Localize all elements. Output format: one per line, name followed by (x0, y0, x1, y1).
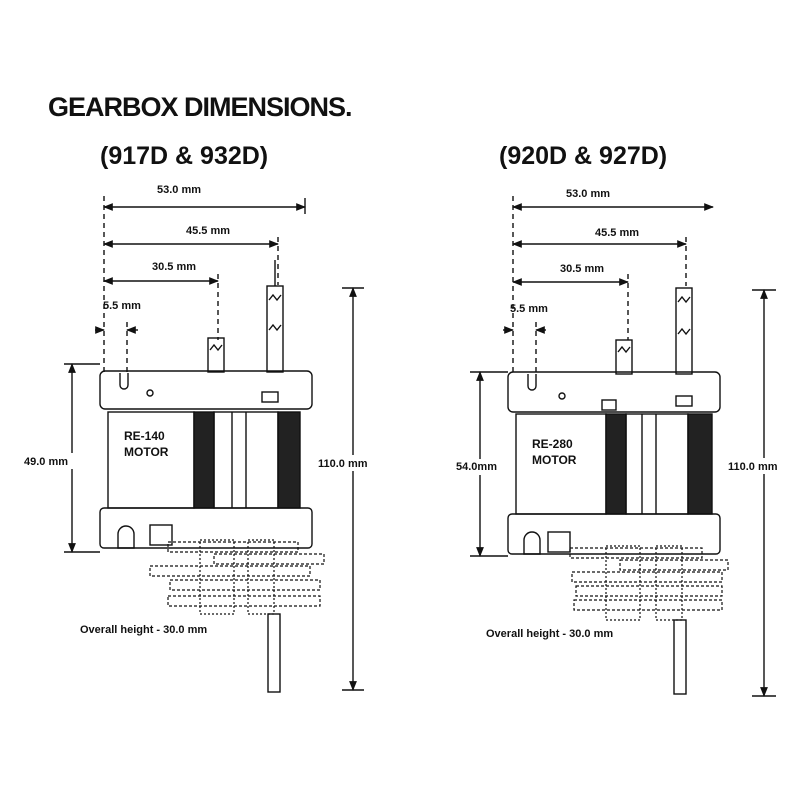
left-gearbox-drawing (64, 196, 364, 693)
diagram-title: GEARBOX DIMENSIONS. (48, 92, 353, 122)
right-dim-height-total: 110.0 mm (728, 461, 778, 473)
right-overall-height: Overall height - 30.0 mm (486, 628, 613, 640)
right-motor-label-line2: MOTOR (532, 453, 577, 467)
left-dim-45: 45.5 mm (186, 225, 230, 237)
left-overall-height: Overall height - 30.0 mm (80, 624, 207, 636)
left-model-label: (917D & 932D) (100, 142, 269, 170)
right-dim-5: 5.5 mm (510, 303, 548, 315)
left-dim-53: 53.0 mm (157, 184, 201, 196)
left-motor-label-line2: MOTOR (124, 445, 169, 459)
right-dim-height-body: 54.0mm (456, 461, 497, 473)
left-dim-30: 30.5 mm (152, 261, 196, 273)
left-dim-5: 5.5 mm (103, 300, 141, 312)
right-dim-53: 53.0 mm (566, 188, 610, 200)
left-motor-label-line1: RE-140 (124, 429, 165, 443)
left-dim-height-total: 110.0 mm (318, 458, 368, 470)
right-gearbox-drawing (470, 196, 776, 697)
right-dim-30: 30.5 mm (560, 263, 604, 275)
left-dim-height-body: 49.0 mm (24, 456, 68, 468)
right-dim-45: 45.5 mm (595, 227, 639, 239)
right-motor-label-line1: RE-280 (532, 437, 573, 451)
right-model-label: (920D & 927D) (499, 142, 668, 170)
